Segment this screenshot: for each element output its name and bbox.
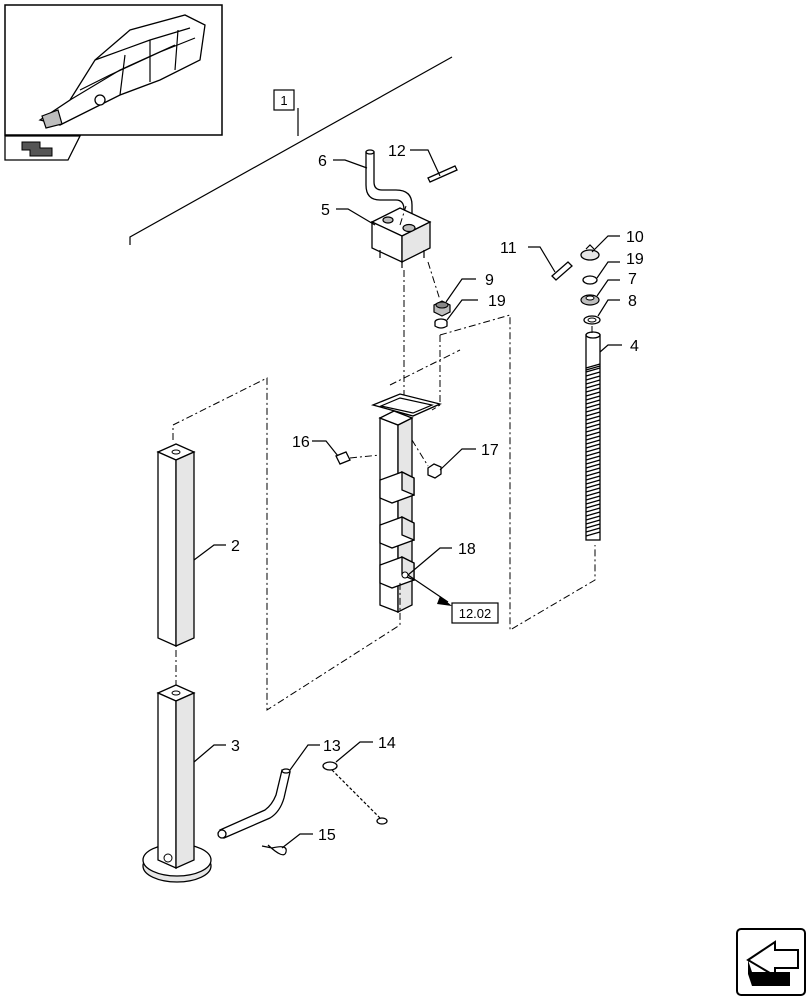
callout-9: 9 (485, 272, 494, 289)
reference-box-label: 12.02 (459, 606, 492, 621)
assembly-label-box (273, 89, 295, 111)
pin-11[interactable] (551, 261, 573, 281)
threaded-spindle[interactable] (585, 331, 601, 541)
spindle-thread-marks (585, 363, 601, 537)
reference-link-12-02[interactable]: 12.02 (451, 602, 499, 624)
nut-9[interactable] (433, 300, 451, 317)
overview-thumbnail[interactable] (4, 4, 223, 136)
clip-15[interactable] (261, 844, 287, 856)
callout-1: 1 (280, 93, 287, 108)
callout-2: 2 (231, 538, 240, 555)
callout-11: 11 (500, 240, 517, 257)
callout-17: 17 (481, 442, 499, 459)
callout-4: 4 (630, 338, 639, 355)
callout-12: 12 (388, 143, 406, 160)
callout-13: 13 (323, 738, 341, 755)
next-page-arrow-icon[interactable] (736, 928, 806, 996)
callout-14: 14 (378, 735, 396, 752)
callout-5: 5 (321, 202, 330, 219)
callout-8: 8 (628, 293, 637, 310)
washer-19-left[interactable] (434, 318, 448, 329)
callout-3: 3 (231, 738, 240, 755)
callout-19-left: 19 (488, 293, 506, 310)
cap-10[interactable] (580, 244, 600, 261)
callout-15: 15 (318, 827, 336, 844)
callout-16: 16 (292, 434, 310, 451)
assembly-boundary-line (129, 56, 453, 245)
prev-page-arrow-icon[interactable] (4, 135, 82, 161)
callout-6: 6 (318, 153, 327, 170)
locking-pin-13[interactable] (217, 768, 291, 839)
callout-19-right: 19 (626, 251, 644, 268)
leader-lines (193, 149, 622, 849)
nut-17[interactable] (427, 463, 442, 479)
lower-tube-with-foot[interactable] (142, 684, 212, 883)
inner-tube-assembly[interactable] (370, 393, 442, 614)
callout-10: 10 (626, 229, 644, 246)
chain-14[interactable] (322, 761, 388, 825)
pin-12[interactable] (427, 165, 458, 183)
bolt-16[interactable] (335, 451, 351, 465)
callout-7: 7 (628, 271, 637, 288)
upper-tube[interactable] (156, 443, 196, 648)
bearing-7[interactable] (580, 294, 600, 306)
washer-19-right[interactable] (582, 275, 598, 285)
assembly-guide-lines (172, 205, 596, 711)
machine-frame-thumbnail-icon (38, 14, 206, 129)
gear-housing-block[interactable] (370, 207, 432, 268)
washer-8[interactable] (583, 315, 601, 325)
callout-18: 18 (458, 541, 476, 558)
callout-numbers: 6 12 5 9 19 11 10 19 7 8 4 16 17 18 2 3 … (231, 143, 644, 844)
